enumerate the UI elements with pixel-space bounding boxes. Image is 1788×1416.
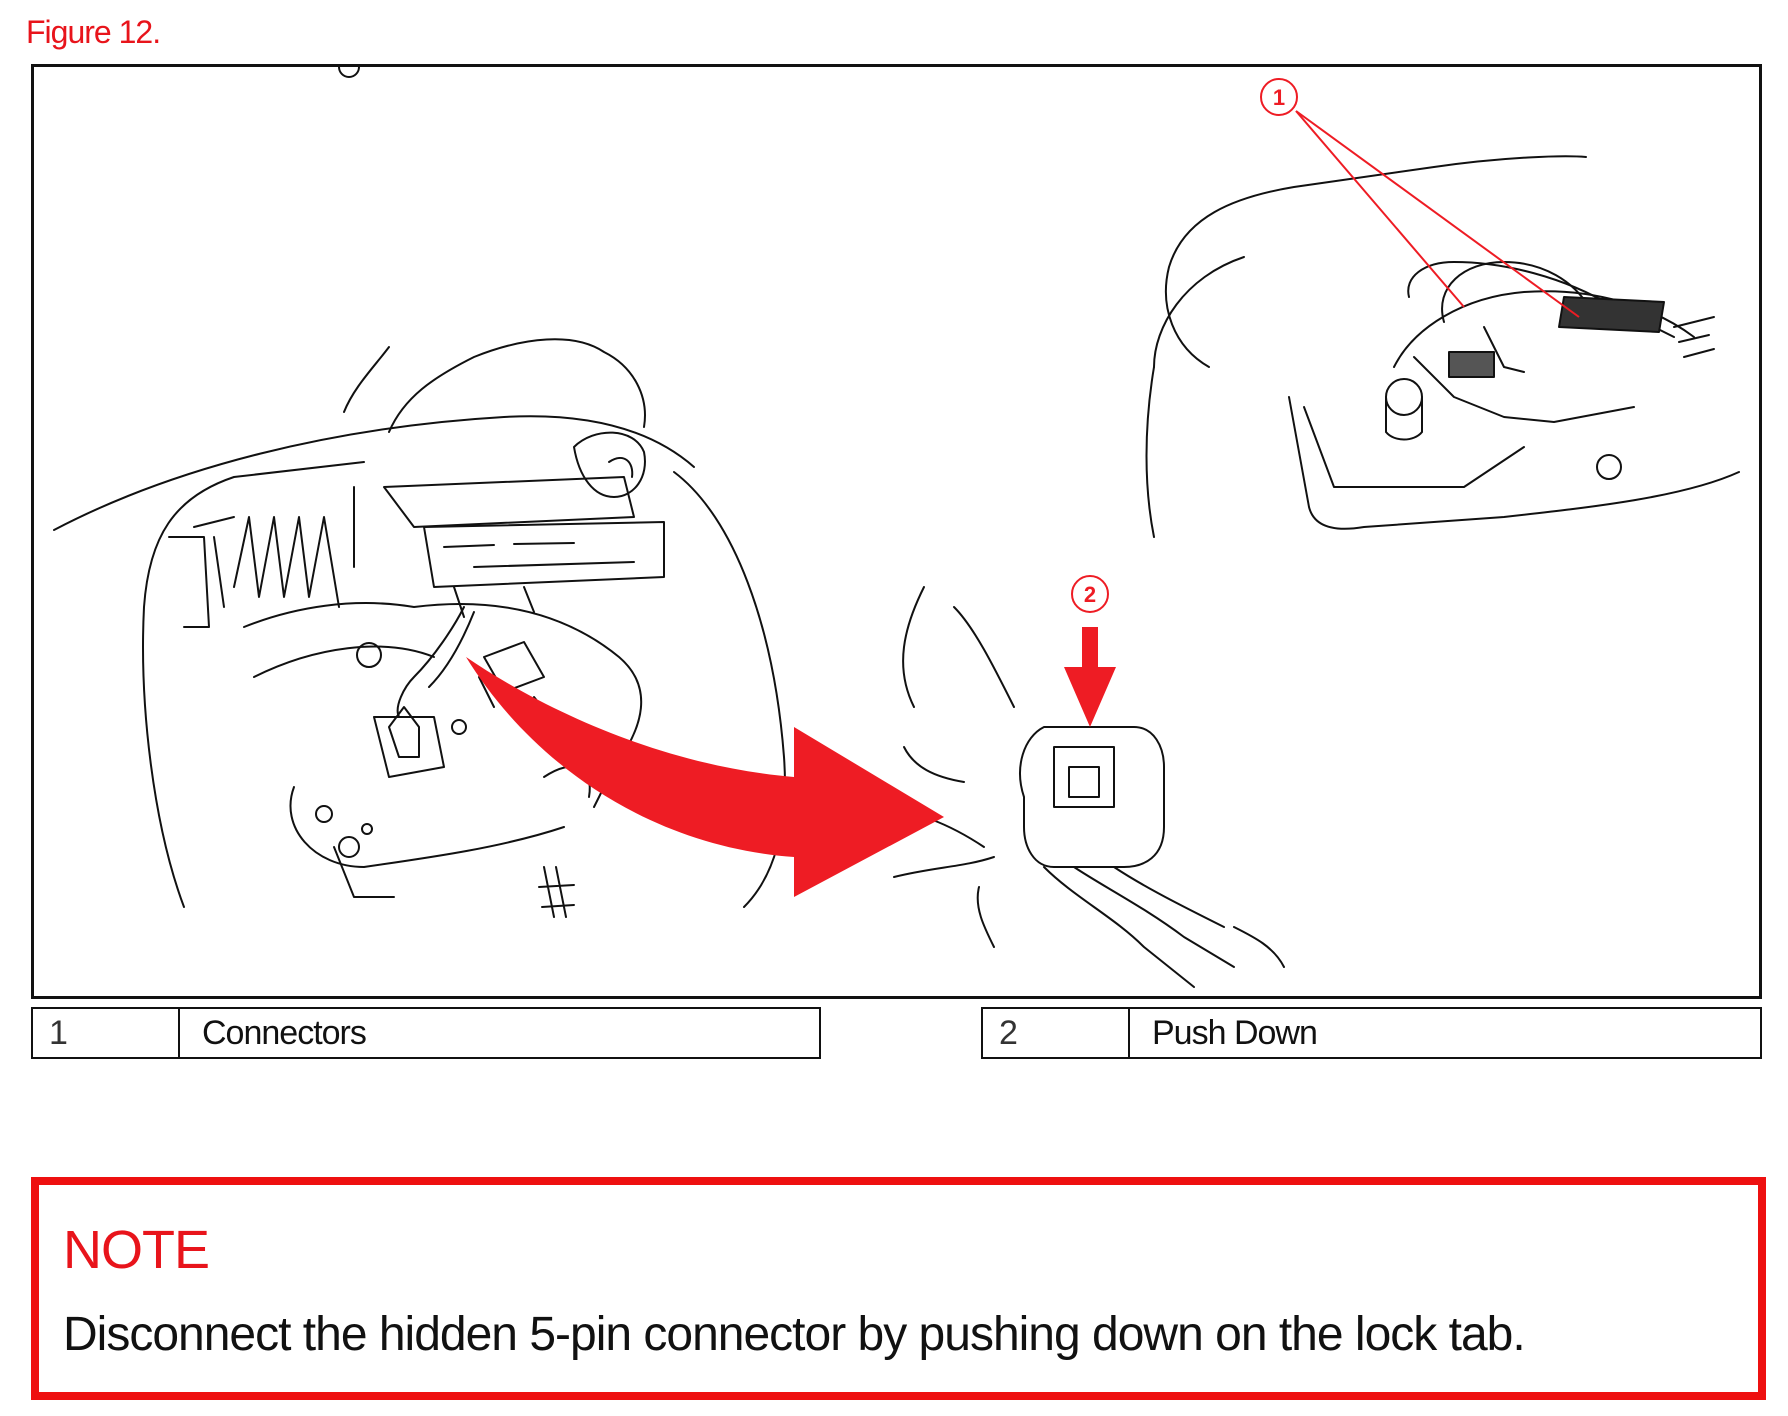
legend-label: Connectors — [202, 1014, 367, 1052]
note-box: NOTE Disconnect the hidden 5-pin connect… — [31, 1177, 1766, 1400]
mirror-housing-illustration — [53, 67, 786, 918]
note-text: Disconnect the hidden 5-pin connector by… — [63, 1308, 1526, 1361]
legend-number: 1 — [33, 1009, 180, 1057]
direction-arrow-icon — [466, 657, 944, 897]
note-title: NOTE — [63, 1220, 210, 1280]
legend-number: 2 — [983, 1009, 1130, 1057]
push-down-arrow-icon — [1064, 627, 1116, 727]
callout-1-number: 1 — [1273, 85, 1285, 110]
mirror-inset-illustration — [1145, 155, 1740, 538]
figure-title: Figure 12. — [26, 14, 161, 50]
legend-row-1: 1 Connectors — [31, 1007, 821, 1059]
mirror-connector-diagram: 1 2 — [53, 67, 1740, 988]
figure-illustration: 1 2 — [31, 64, 1762, 999]
callout-1-marker — [1260, 78, 1580, 318]
connector-hand-illustration — [863, 586, 1285, 988]
legend-row-2: 2 Push Down — [981, 1007, 1762, 1059]
callout-2-number: 2 — [1084, 582, 1096, 607]
callout-2-marker — [1071, 575, 1109, 613]
legend-label: Push Down — [1152, 1014, 1318, 1052]
